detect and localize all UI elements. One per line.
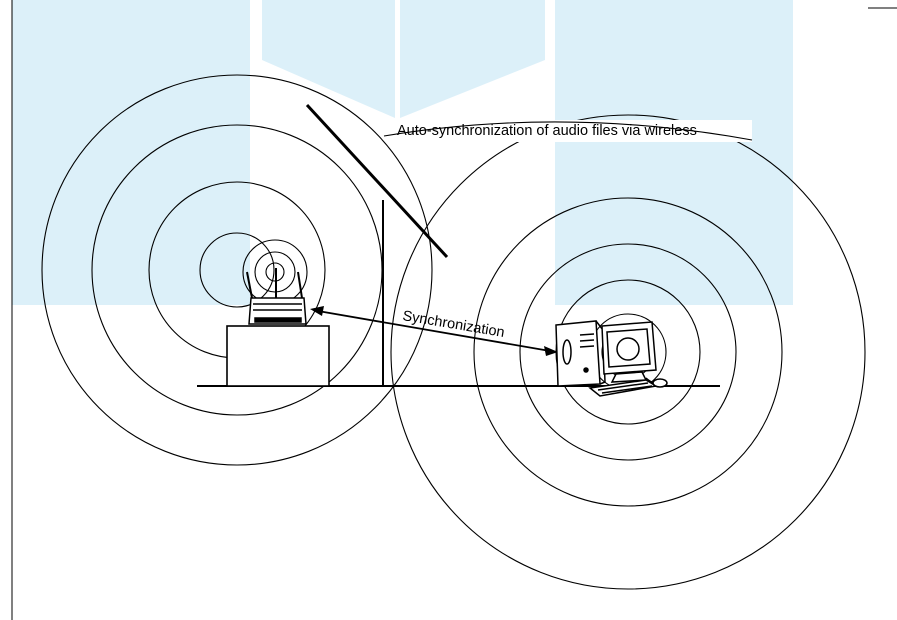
synchronization-label: Synchronization: [401, 308, 505, 341]
watermark: [12, 0, 793, 305]
caption-text: Auto-synchronization of audio files via …: [397, 123, 697, 139]
table: [227, 326, 329, 386]
desktop-computer-icon: [556, 321, 667, 396]
